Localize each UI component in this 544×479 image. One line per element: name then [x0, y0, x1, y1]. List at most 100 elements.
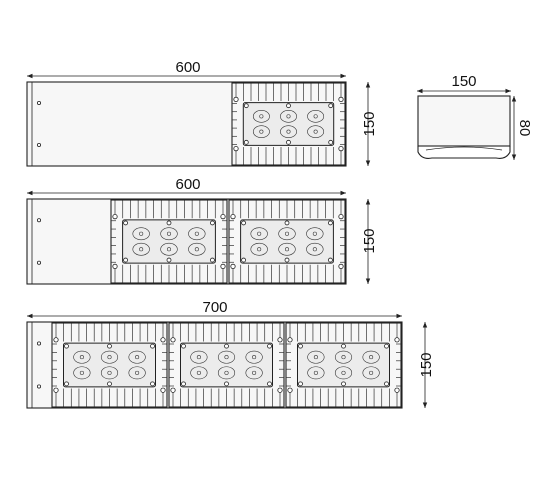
led-module: [168, 322, 285, 408]
led-chip: [284, 231, 290, 236]
mount-screw: [170, 337, 176, 343]
led-lens: [217, 350, 236, 364]
height-label: 150: [361, 111, 378, 136]
led-chip: [341, 355, 346, 360]
mount-screw: [277, 387, 283, 393]
led-panel: [240, 219, 334, 264]
led-lens: [160, 242, 178, 256]
led-chip: [313, 114, 318, 119]
mount-screw: [230, 214, 236, 220]
led-chip: [139, 247, 144, 252]
mount-screw: [287, 387, 293, 393]
screw: [241, 257, 247, 263]
led-lens: [252, 110, 270, 123]
led-module: [110, 199, 228, 284]
mount-screw: [53, 387, 59, 393]
fixture-outline: [26, 198, 347, 285]
led-chip: [135, 355, 140, 360]
led-chip: [369, 355, 374, 360]
side-curve: [425, 146, 503, 151]
housing-screw: [37, 384, 42, 389]
led-lens: [307, 110, 325, 123]
led-lens: [334, 350, 353, 364]
mount-screw: [287, 337, 293, 343]
led-lens: [362, 366, 380, 380]
led-lens: [280, 110, 297, 123]
mount-screw: [338, 214, 344, 220]
module-frame: [51, 322, 168, 408]
mount-screw: [233, 96, 239, 103]
led-chip: [257, 247, 262, 252]
width-label: 600: [175, 59, 200, 76]
housing-screw: [37, 218, 42, 223]
led-lens: [188, 242, 206, 256]
led-lens: [250, 227, 268, 241]
screw: [123, 257, 128, 263]
mount-screw: [112, 214, 118, 220]
side-lens-cover: [417, 146, 511, 159]
screw: [241, 220, 247, 226]
mount-screw: [112, 263, 118, 269]
screw: [150, 381, 155, 387]
led-chip: [259, 129, 264, 134]
led-lens: [128, 350, 146, 364]
led-chip: [224, 370, 229, 375]
screw: [123, 220, 128, 226]
led-chip: [341, 370, 346, 375]
screw: [327, 220, 333, 226]
screw: [267, 343, 272, 349]
led-chip: [284, 247, 290, 252]
screw: [166, 220, 172, 226]
mount-screw: [338, 263, 344, 269]
screw: [64, 381, 69, 387]
screw: [328, 139, 334, 145]
led-lens: [245, 350, 263, 364]
led-chip: [107, 370, 112, 375]
view-700-triple: 700 150: [26, 299, 435, 409]
led-lens: [100, 366, 119, 380]
led-panel: [180, 342, 273, 388]
mount-screw: [160, 387, 166, 393]
led-lens: [217, 366, 236, 380]
mount-screw: [233, 146, 239, 152]
screw: [64, 343, 69, 349]
led-lens: [73, 350, 91, 364]
led-panel: [122, 219, 216, 264]
screw: [284, 220, 290, 226]
led-lens: [73, 366, 91, 380]
screw: [181, 343, 186, 349]
led-chip: [252, 370, 257, 375]
led-chip: [194, 247, 199, 252]
screw: [286, 139, 291, 145]
side-width-label: 150: [451, 73, 476, 90]
mount-screw: [394, 337, 400, 343]
led-chip: [312, 247, 317, 252]
module-frame: [228, 199, 346, 284]
led-lens: [190, 366, 208, 380]
screw: [327, 257, 333, 263]
led-panel: [63, 342, 156, 388]
led-lens: [362, 350, 380, 364]
housing-screw: [37, 101, 42, 106]
module-frame: [231, 82, 346, 166]
led-chip: [313, 129, 318, 134]
screw: [384, 381, 389, 387]
led-lens: [250, 242, 268, 256]
led-panel: [242, 102, 335, 146]
screw: [107, 343, 112, 349]
led-chip: [259, 114, 264, 119]
module-frame: [168, 322, 285, 408]
led-chip: [139, 231, 144, 236]
screw: [298, 381, 303, 387]
led-chip: [313, 370, 318, 375]
led-lens: [307, 366, 325, 380]
led-chip: [252, 355, 257, 360]
led-lens: [334, 366, 353, 380]
led-chip: [196, 355, 201, 360]
screw: [209, 220, 215, 226]
led-module: [228, 199, 346, 284]
led-chip: [286, 114, 291, 119]
led-module: [51, 322, 168, 408]
mount-screw: [394, 387, 400, 393]
led-panel: [297, 342, 390, 388]
